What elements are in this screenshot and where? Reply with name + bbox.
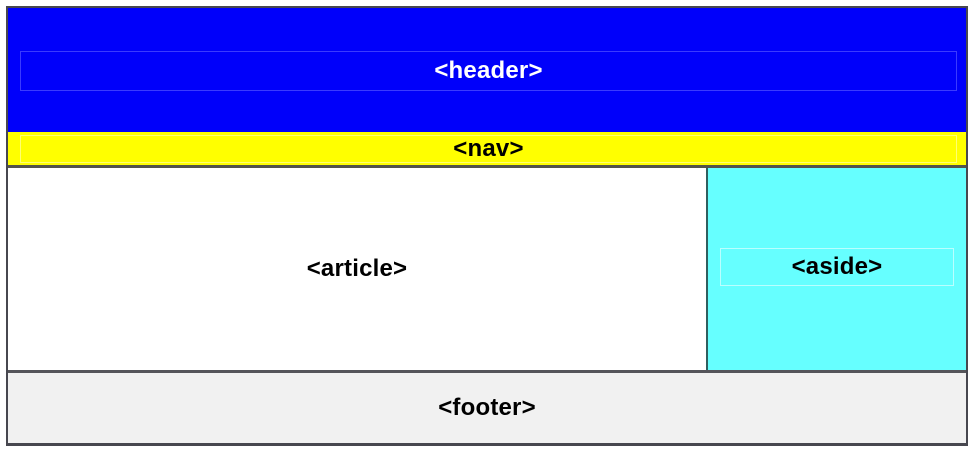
header-label: <header> bbox=[434, 57, 543, 84]
nav-label: <nav> bbox=[453, 135, 524, 162]
nav-block: <nav> bbox=[8, 132, 966, 165]
separator-nav-content bbox=[8, 165, 966, 168]
footer-block: <footer> bbox=[8, 373, 966, 443]
footer-label: <footer> bbox=[438, 394, 536, 421]
aside-label: <aside> bbox=[791, 253, 883, 280]
content-row: <article> <aside> bbox=[8, 168, 966, 370]
article-label: <article> bbox=[306, 255, 408, 282]
header-block: <header> bbox=[8, 8, 966, 132]
aside-block: <aside> bbox=[706, 168, 966, 370]
article-block: <article> bbox=[8, 168, 706, 370]
aside-inner-box: <aside> bbox=[720, 248, 954, 286]
header-inner-box: <header> bbox=[20, 51, 957, 91]
layout-diagram: <header> <nav> <article> <aside> <footer… bbox=[6, 6, 968, 446]
separator-content-footer bbox=[8, 370, 966, 373]
nav-inner-box: <nav> bbox=[20, 135, 957, 163]
